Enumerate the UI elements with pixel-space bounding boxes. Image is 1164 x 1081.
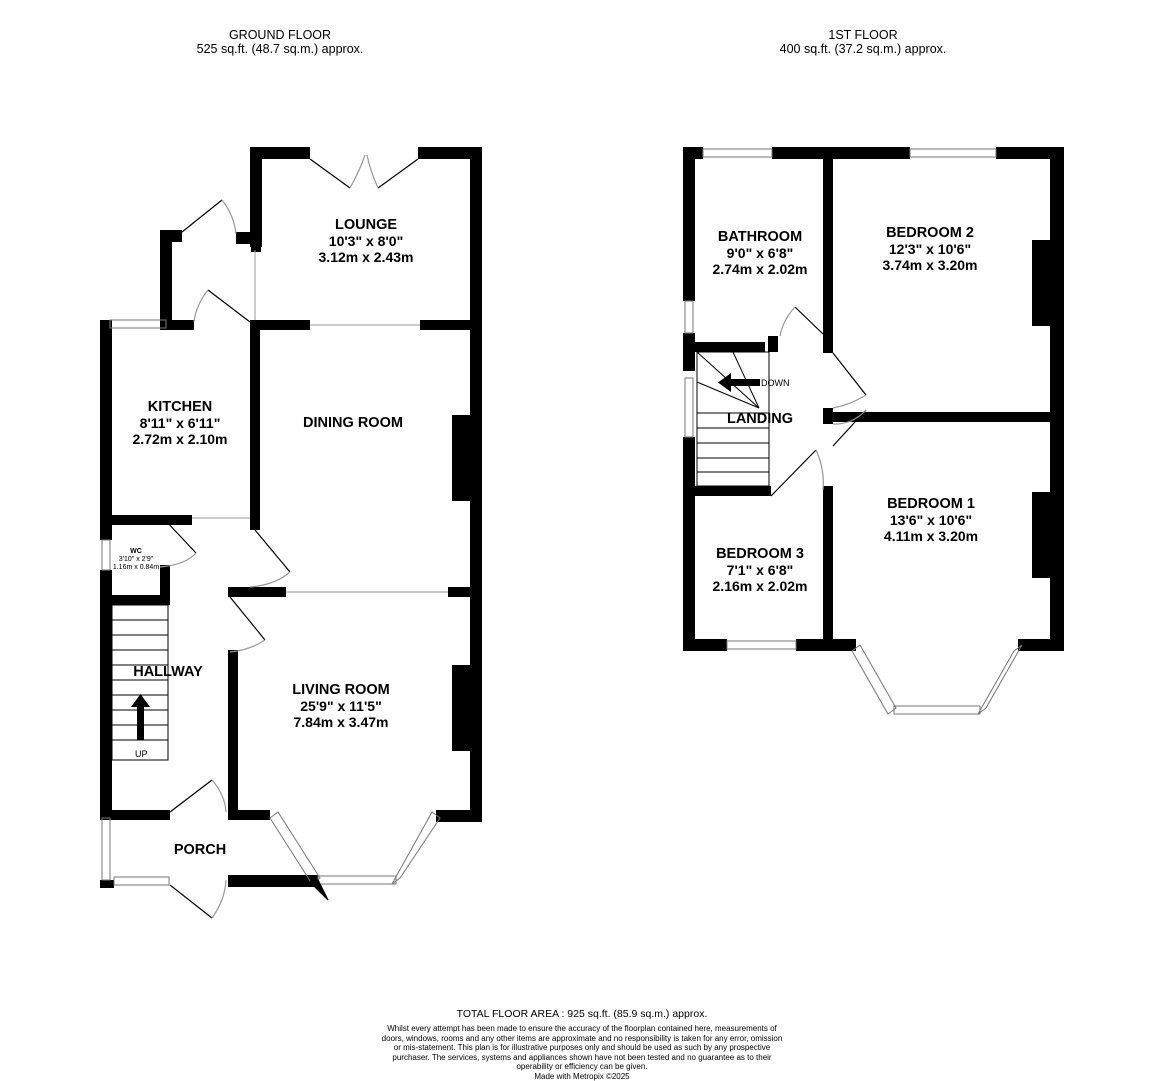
room-label-dining-room: DINING ROOM — [303, 415, 403, 431]
room-label-wc: WC 3'10" x 2'9" 1.16m x 0.84m — [112, 548, 160, 571]
room-label-bathroom: BATHROOM 9'0" x 6'8" 2.74m x 2.02m — [712, 229, 808, 277]
room-label-lounge: LOUNGE 10'3" x 8'0" 3.12m x 2.43m — [318, 217, 414, 265]
first-floor-windows — [684, 148, 1023, 715]
first-floor-doors — [770, 306, 867, 497]
stairs-down-label: DOWN — [761, 378, 790, 388]
ground-floor-title: GROUND FLOOR — [228, 28, 332, 42]
ground-floor-doors — [159, 154, 419, 919]
room-label-landing: LANDING — [726, 411, 794, 427]
room-label-kitchen: KITCHEN 8'11" x 6'11" 2.72m x 2.10m — [132, 399, 228, 447]
up-arrow-icon — [131, 694, 150, 740]
first-floor-title: 1ST FLOOR — [828, 28, 898, 42]
room-label-living-room: LIVING ROOM 25'9" x 11'5" 7.84m x 3.47m — [292, 682, 390, 730]
disclaimer: Whilst every attempt has been made to en… — [381, 1024, 783, 1071]
first-floor-walls — [683, 147, 1064, 651]
footer: TOTAL FLOOR AREA : 925 sq.ft. (85.9 sq.m… — [380, 1008, 784, 1081]
room-label-hallway: HALLWAY — [133, 664, 203, 680]
room-label-bedroom-3: BEDROOM 3 7'1" x 6'8" 2.16m x 2.02m — [712, 546, 808, 594]
stairs-up-label: UP — [135, 749, 148, 759]
first-floor-area: 400 sq.ft. (37.2 sq.m.) approx. — [779, 42, 947, 56]
room-label-bedroom-1: BEDROOM 1 13'6" x 10'6" 4.11m x 3.20m — [883, 496, 979, 544]
first-floor-header: 1ST FLOOR 400 sq.ft. (37.2 sq.m.) approx… — [743, 28, 983, 56]
ground-floor-header: GROUND FLOOR 525 sq.ft. (48.7 sq.m.) app… — [160, 28, 400, 56]
room-label-bedroom-2: BEDROOM 2 12'3" x 10'6" 3.74m x 3.20m — [882, 225, 978, 273]
first-floor-stairs — [696, 351, 770, 487]
made-with-credit: Made with Metropix ©2025 — [534, 1071, 630, 1081]
ground-floor-walls — [100, 147, 482, 888]
total-floor-area: TOTAL FLOOR AREA : 925 sq.ft. (85.9 sq.m… — [456, 1008, 708, 1020]
down-arrow-icon — [718, 373, 760, 392]
ground-floor-openings — [192, 250, 448, 593]
ground-floor-area: 525 sq.ft. (48.7 sq.m.) approx. — [196, 42, 364, 56]
room-label-porch: PORCH — [173, 842, 227, 858]
